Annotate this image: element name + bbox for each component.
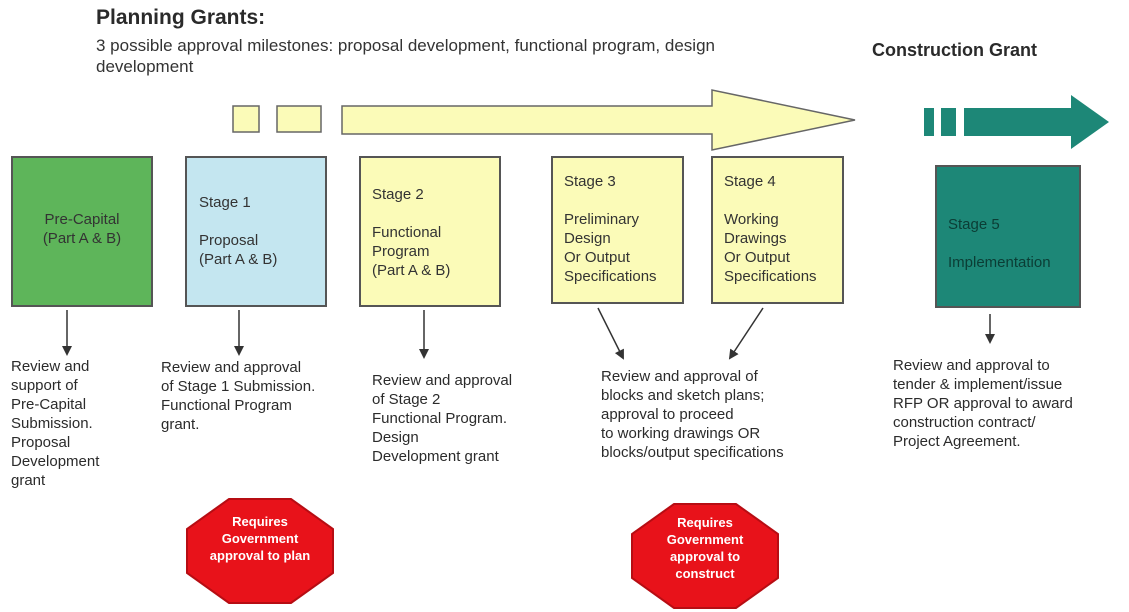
stage-label-5: Stage 5 Implementation bbox=[948, 216, 1051, 271]
stage-box-5: Stage 5 Implementation bbox=[935, 165, 1081, 308]
stage-label-2: Stage 2 Functional Program (Part A & B) bbox=[372, 186, 451, 279]
stage-box-4: Stage 4 Working Drawings Or Output Speci… bbox=[711, 156, 844, 304]
stage-label-4: Stage 4 Working Drawings Or Output Speci… bbox=[724, 173, 817, 285]
planning-arrow-block-2 bbox=[276, 105, 322, 133]
connector-stage-3 bbox=[597, 307, 624, 360]
stop-sign-label-construct: Requires Government approval to construc… bbox=[666, 515, 744, 581]
stage-box-2: Stage 2 Functional Program (Part A & B) bbox=[359, 156, 501, 307]
stage-box-3: Stage 3 Preliminary Design Or Output Spe… bbox=[551, 156, 684, 304]
review-text-pre-capital: Review and support of Pre-Capital Submis… bbox=[11, 358, 100, 489]
stop-sign-octagon bbox=[186, 498, 334, 604]
planning-arrow-block-1 bbox=[232, 105, 260, 133]
stage-box-1: Stage 1 Proposal (Part A & B) bbox=[185, 156, 327, 307]
stop-sign-approval-to-construct: Requires Government approval to construc… bbox=[630, 502, 780, 610]
stop-sign-octagon bbox=[631, 503, 779, 609]
construction-arrow bbox=[964, 95, 1109, 149]
review-text-stage-1: Review and approval of Stage 1 Submissio… bbox=[161, 359, 316, 433]
stage-label-3: Stage 3 Preliminary Design Or Output Spe… bbox=[564, 173, 657, 285]
construction-grant-title: Construction Grant bbox=[872, 40, 1037, 60]
review-text-stage-5: Review and approval to tender & implemen… bbox=[893, 357, 1073, 450]
stage-label-pre-capital: Pre-Capital (Part A & B) bbox=[42, 211, 122, 247]
stop-sign-label-plan: Requires Government approval to plan bbox=[209, 514, 311, 563]
planning-grants-title: Planning Grants: bbox=[96, 6, 266, 29]
review-text-stage-2: Review and approval of Stage 2 Functiona… bbox=[372, 372, 513, 465]
connector-stage-4 bbox=[728, 307, 764, 360]
stop-sign-approval-to-plan: Requires Government approval to plan bbox=[185, 497, 335, 605]
stage-box-pre-capital: Pre-Capital (Part A & B) bbox=[11, 156, 153, 307]
stage-label-1: Stage 1 Proposal (Part A & B) bbox=[199, 194, 278, 268]
construction-arrow-block-2 bbox=[941, 108, 956, 136]
review-text-stage-3-4: Review and approval of blocks and sketch… bbox=[601, 368, 784, 461]
planning-arrow bbox=[341, 89, 856, 151]
construction-arrow-block-1 bbox=[924, 108, 934, 136]
planning-grants-subtitle: 3 possible approval milestones: proposal… bbox=[96, 36, 715, 76]
